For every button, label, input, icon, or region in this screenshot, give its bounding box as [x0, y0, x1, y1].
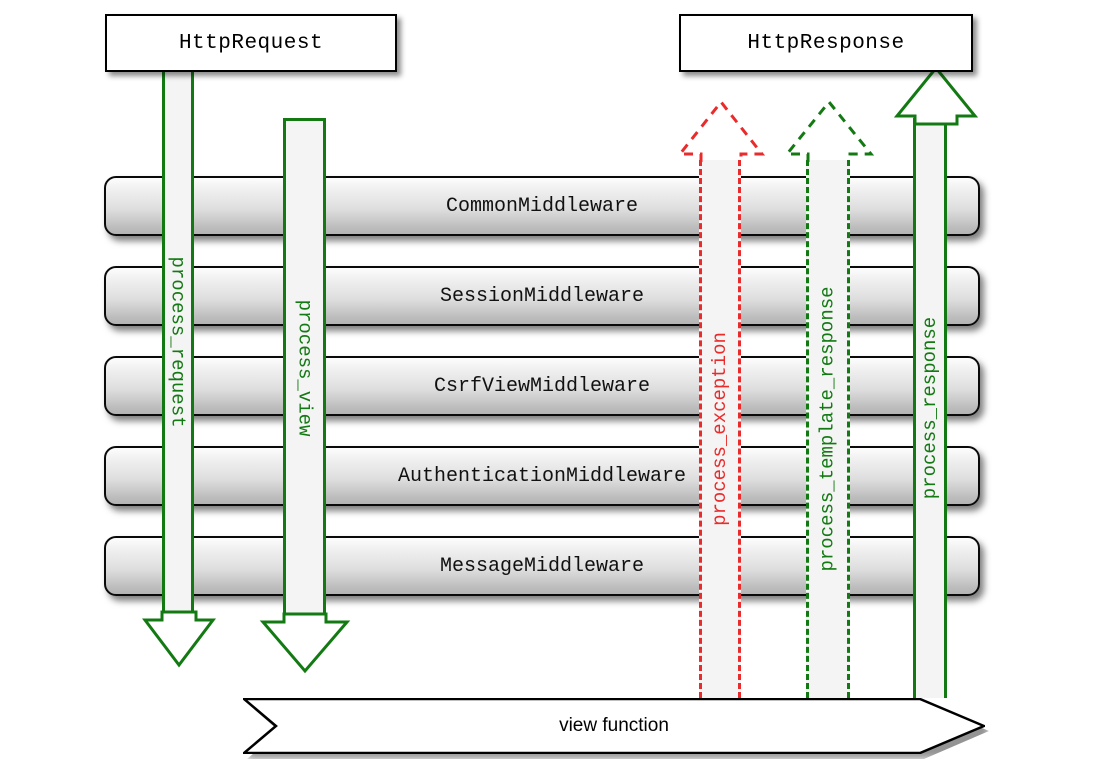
channel-edge-left — [806, 160, 809, 698]
arrowhead-up-process-response — [893, 65, 979, 126]
arrowhead-down-process-view — [259, 612, 351, 674]
http-request-box: HttpRequest — [105, 14, 397, 72]
channel-fill — [162, 68, 194, 616]
channel-edge-right — [738, 160, 741, 698]
middleware-label: SessionMiddleware — [439, 284, 645, 308]
arrowhead-up-process-template-response — [783, 99, 875, 162]
http-request-label: HttpRequest — [178, 31, 324, 55]
channel-edge-left — [699, 160, 702, 698]
middleware-label: AuthenticationMiddleware — [397, 464, 687, 488]
channel-edge-right — [323, 118, 326, 618]
channel-edge-left — [913, 118, 916, 698]
flow-channel-process-template-response: process_template_response — [806, 160, 850, 698]
channel-fill — [699, 160, 741, 698]
middleware-label: MessageMiddleware — [439, 554, 645, 578]
channel-fill — [913, 118, 947, 698]
channel-edge-right — [191, 68, 194, 616]
arrowhead-up-process-exception — [676, 99, 766, 162]
http-response-label: HttpResponse — [747, 31, 905, 55]
channel-fill — [806, 160, 850, 698]
arrowhead-down-process-request — [141, 610, 217, 668]
http-response-box: HttpResponse — [679, 14, 973, 72]
channel-edge-right — [944, 118, 947, 698]
flow-channel-process-request: process_request — [162, 68, 194, 616]
channel-cap — [283, 118, 326, 121]
channel-fill — [283, 118, 326, 618]
channel-edge-left — [283, 118, 286, 618]
view-function-box: view function — [243, 698, 985, 754]
view-function-label: view function — [559, 715, 669, 736]
flow-channel-process-exception: process_exception — [699, 160, 741, 698]
channel-edge-left — [162, 68, 165, 616]
middleware-label: CsrfViewMiddleware — [433, 374, 651, 398]
flow-channel-process-view: process_view — [283, 118, 326, 618]
channel-edge-right — [847, 160, 850, 698]
middleware-label: CommonMiddleware — [445, 194, 639, 218]
flow-channel-process-response: process_response — [913, 118, 947, 698]
